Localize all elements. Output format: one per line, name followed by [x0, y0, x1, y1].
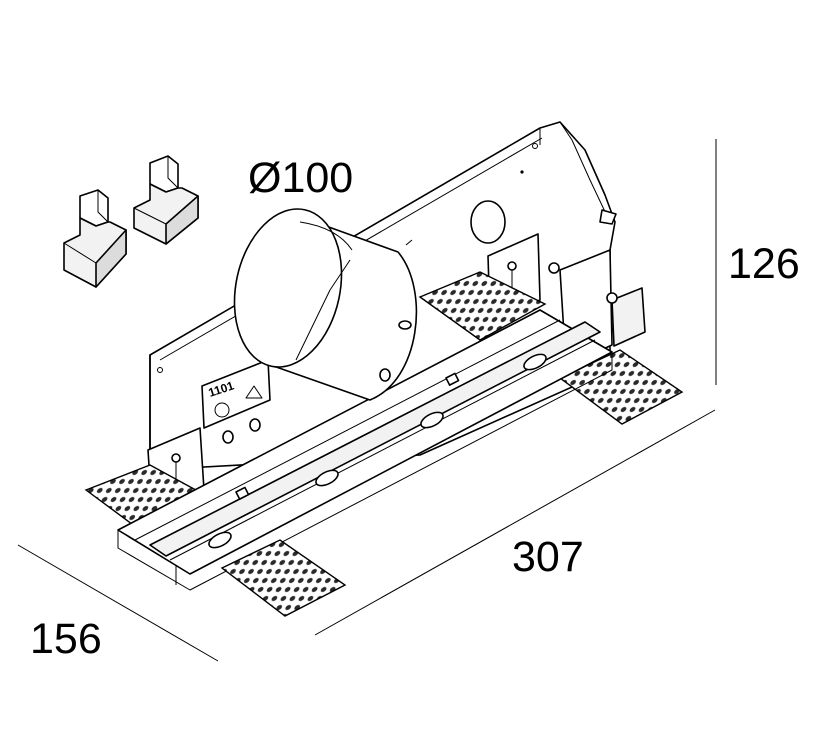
- length-dimension-line: [314, 409, 716, 636]
- product-label: 1101: [201, 359, 271, 444]
- dimension-lines: [17, 139, 717, 662]
- depth-label: 156: [30, 615, 102, 663]
- cable-entry-hole: [470, 200, 506, 244]
- front-rail: [117, 309, 613, 617]
- diameter-label: Ø100: [248, 154, 353, 202]
- clip-accessory-right: [133, 155, 199, 245]
- perforated-plate-front: [220, 539, 347, 617]
- perforated-plate-back: [418, 271, 547, 341]
- cylinder-ring: [233, 208, 418, 401]
- certification-mark-icon: [214, 402, 230, 418]
- depth-dimension-line: [17, 544, 219, 662]
- warning-triangle-icon: [245, 385, 263, 399]
- back-right-mounting-bracket: [418, 233, 547, 341]
- height-label: 126: [728, 240, 800, 288]
- length-label: 307: [512, 533, 584, 581]
- right-end-bracket: [548, 249, 684, 425]
- left-mounting-bracket: [84, 427, 207, 531]
- ring-front-opening: [233, 208, 343, 368]
- perforated-plate-right: [558, 349, 684, 425]
- clip-accessory-left: [63, 189, 127, 288]
